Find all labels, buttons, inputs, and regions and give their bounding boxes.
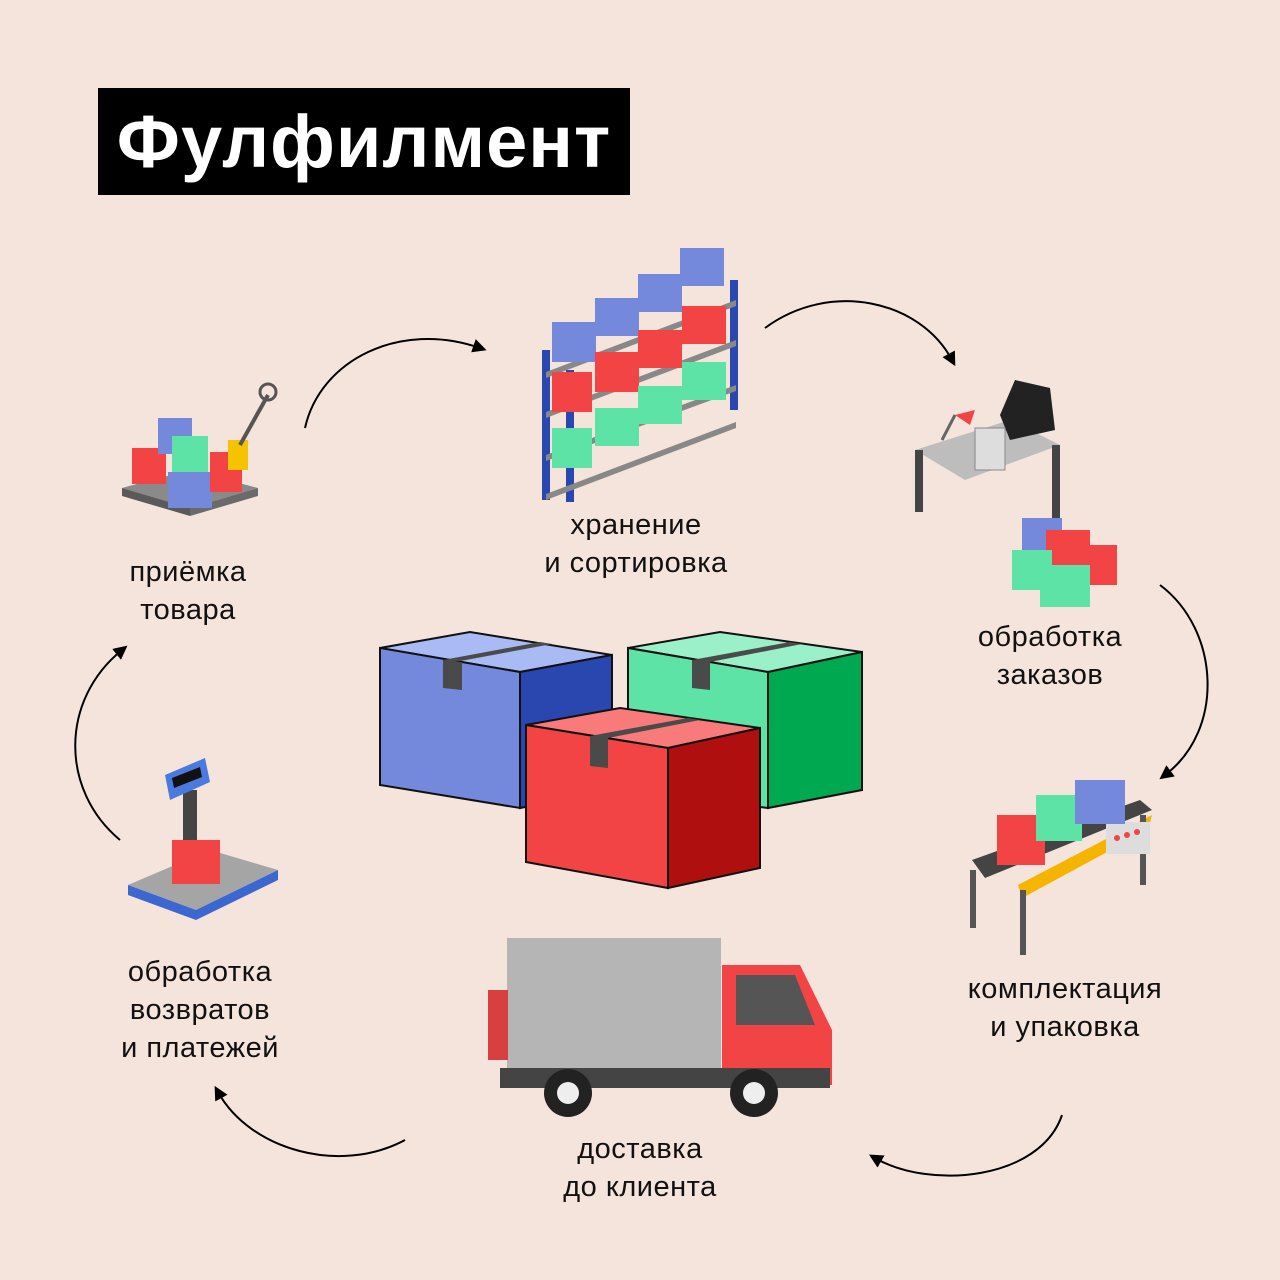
label-line: хранение xyxy=(570,509,702,541)
arrow-storage-to-orders xyxy=(764,300,956,367)
step-label-order-processing: обработка заказов xyxy=(930,618,1170,694)
label-line: комплектация xyxy=(967,973,1163,1005)
storage-rack-icon xyxy=(542,248,738,502)
label-line: до клиента xyxy=(563,1171,717,1203)
weighing-scale-icon xyxy=(128,758,278,920)
title-banner: Фулфилмент xyxy=(98,88,630,195)
step-label-storage: хранение и сортировка xyxy=(506,506,766,582)
arrow-returns-to-receiving xyxy=(74,645,128,841)
conveyor-belt-icon xyxy=(970,780,1152,955)
label-line: приёмка xyxy=(129,556,247,588)
arrow-receiving-to-storage xyxy=(304,338,487,429)
arrow-delivery-to-returns xyxy=(214,1085,406,1158)
page-title: Фулфилмент xyxy=(116,100,612,183)
label-line: товара xyxy=(140,594,236,626)
red-box xyxy=(525,706,761,890)
delivery-truck-icon xyxy=(488,938,832,1117)
step-label-packing: комплектация и упаковка xyxy=(930,970,1200,1046)
office-desk-icon xyxy=(915,380,1117,607)
arrow-orders-to-packing xyxy=(1159,584,1209,780)
label-line: обработка xyxy=(977,621,1123,653)
step-label-delivery: доставка до клиента xyxy=(520,1130,760,1206)
label-line: и платежей xyxy=(121,1032,279,1064)
step-label-returns: обработка возвратов и платежей xyxy=(80,953,320,1067)
step-label-receiving: приёмка товара xyxy=(88,553,288,629)
label-line: доставка xyxy=(577,1133,703,1165)
label-line: и сортировка xyxy=(544,547,728,579)
label-line: обработка xyxy=(127,956,273,988)
label-line: заказов xyxy=(996,659,1104,691)
pallet-jack-icon xyxy=(122,382,278,516)
label-line: возвратов xyxy=(129,994,271,1026)
arrow-packing-to-delivery xyxy=(868,1114,1063,1177)
central-boxes-illustration xyxy=(379,630,863,890)
label-line: и упаковка xyxy=(990,1011,1140,1043)
